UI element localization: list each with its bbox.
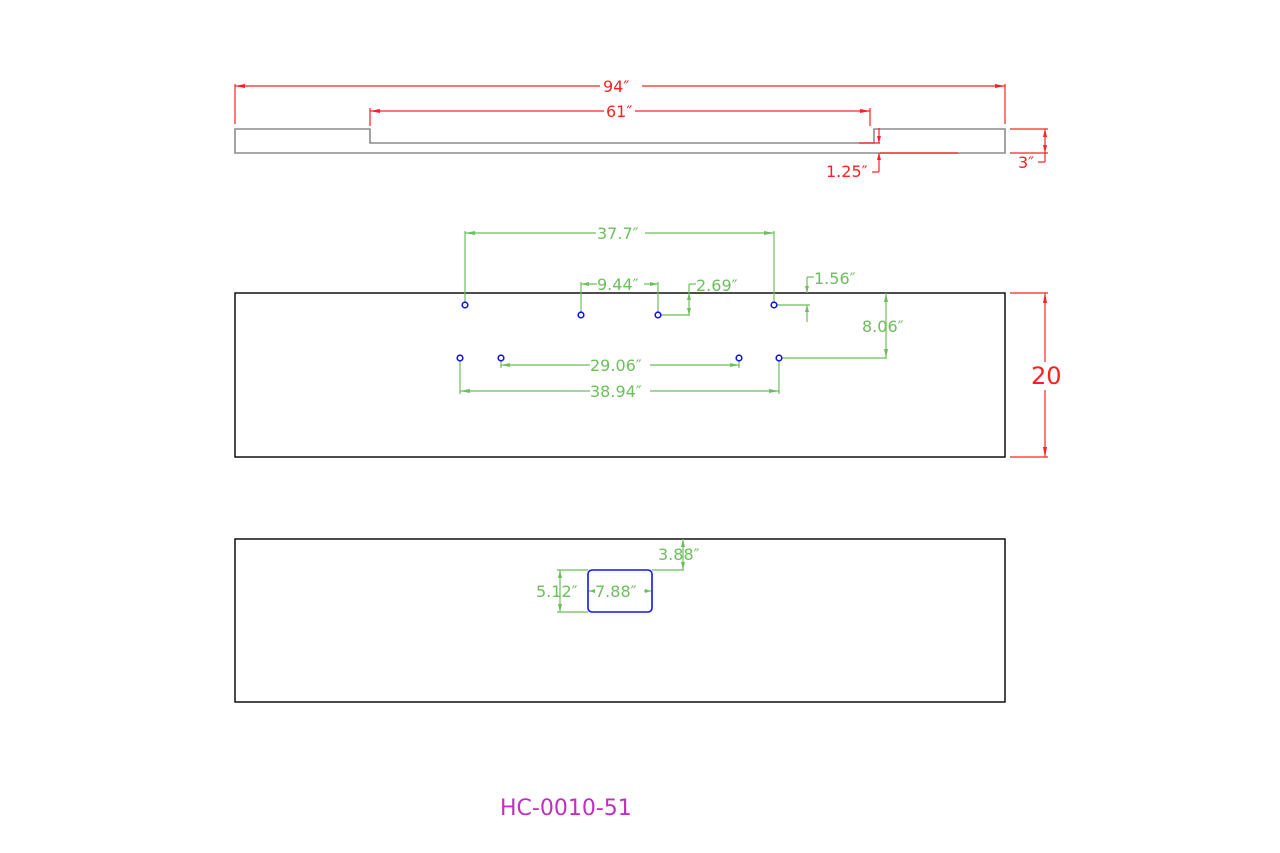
dim-388-label: 3.88″ [658, 545, 700, 564]
arrow-icon [687, 293, 691, 300]
dim-944-label: 9.44″ [597, 275, 639, 294]
arrow-icon [558, 604, 562, 612]
dim-125-label: 1.25″ [826, 162, 868, 181]
arrow-icon [1043, 145, 1047, 153]
bottom-view: 3.88″ 5.12″ 7.88″ [234, 538, 1006, 703]
arrow-icon [884, 349, 888, 358]
mounting-hole [577, 311, 585, 319]
arrow-icon [884, 293, 888, 302]
arrow-icon [769, 389, 779, 393]
arrow-icon [805, 305, 809, 312]
dim-377-label: 37.7″ [597, 224, 639, 243]
arrow-icon [645, 589, 651, 593]
arrow-icon [370, 109, 380, 113]
arrow-icon [681, 539, 685, 547]
mounting-hole [456, 354, 464, 362]
arrow-icon [877, 136, 881, 143]
arrow-icon [764, 231, 774, 235]
dim-269-label: 2.69″ [696, 276, 738, 295]
arrow-icon [1043, 447, 1047, 457]
arrow-icon [558, 570, 562, 578]
arrow-icon [235, 84, 245, 88]
mounting-hole [497, 354, 505, 362]
arrow-icon [460, 389, 470, 393]
arrow-icon [860, 109, 870, 113]
arrow-icon [805, 286, 809, 293]
dim-3894-label: 38.94″ [590, 382, 642, 401]
arrow-icon [465, 231, 475, 235]
bottom-view-outline [234, 538, 1006, 703]
mounting-hole [770, 301, 778, 309]
top-view: 20 37.7″ 9.44″ 2.69″ 1.56″ [234, 224, 1062, 458]
arrow-icon [1043, 129, 1047, 137]
arrow-icon [581, 282, 589, 286]
mounting-hole [461, 301, 469, 309]
mounting-hole [775, 354, 783, 362]
arrow-icon [995, 84, 1005, 88]
mounting-hole [654, 311, 662, 319]
side-view: 94″ 61″ 1.25″ 3″ [234, 77, 1048, 181]
arrow-icon [1043, 293, 1047, 303]
arrow-icon [730, 363, 739, 367]
side-profile [234, 128, 1006, 154]
dim-512-label: 5.12″ [536, 582, 578, 601]
rectangular-cutout [587, 569, 653, 613]
arrow-icon [501, 363, 510, 367]
part-number-title: HC-0010-51 [500, 796, 632, 821]
arrow-icon [650, 282, 658, 286]
dim-94-label: 94″ [603, 77, 629, 96]
top-view-outline [234, 292, 1006, 458]
dim-156-label: 1.56″ [814, 269, 856, 288]
dim-3-label: 3″ [1018, 153, 1034, 172]
arrow-icon [877, 153, 881, 160]
dim-61-label: 61″ [606, 102, 632, 121]
dim-2906-label: 29.06″ [590, 356, 642, 375]
dim-20-label: 20 [1031, 362, 1062, 390]
dim-788-label: 7.88″ [595, 582, 637, 601]
mounting-hole [735, 354, 743, 362]
arrow-icon [681, 562, 685, 570]
dim-806-label: 8.06″ [862, 317, 904, 336]
arrow-icon [687, 308, 691, 315]
arrow-icon [589, 589, 595, 593]
